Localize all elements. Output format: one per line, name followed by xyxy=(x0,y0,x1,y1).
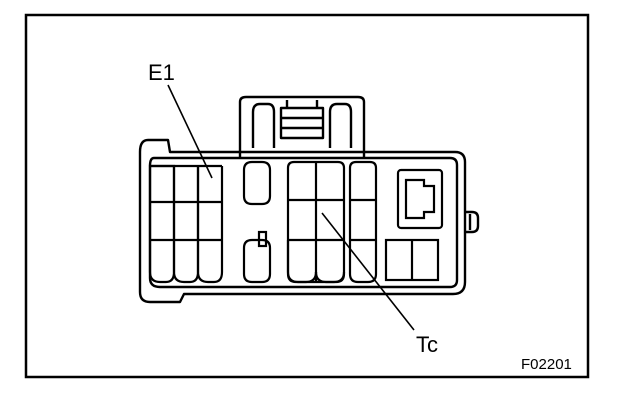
small-cavities xyxy=(242,160,272,284)
diagram-frame xyxy=(24,13,590,379)
terminal-column-right xyxy=(348,160,378,284)
latch-inner-left xyxy=(251,102,276,148)
label-e1: E1 xyxy=(148,60,175,85)
leader-line-tc xyxy=(321,212,415,331)
terminal-block-left xyxy=(148,164,224,284)
connector-body xyxy=(138,95,480,304)
lower-right-cavity xyxy=(384,238,440,282)
figure-code: F02201 xyxy=(521,356,572,373)
latch-inner-right xyxy=(328,102,353,148)
label-tc: Tc xyxy=(416,332,438,357)
side-boss xyxy=(465,210,480,234)
latch-lock xyxy=(279,106,325,140)
connector-inner xyxy=(148,156,459,289)
leader-line-e1 xyxy=(167,84,213,179)
keyed-socket xyxy=(396,168,444,230)
terminal-block-middle xyxy=(286,160,346,284)
latch-housing xyxy=(238,95,366,158)
connector-outer xyxy=(138,138,467,304)
